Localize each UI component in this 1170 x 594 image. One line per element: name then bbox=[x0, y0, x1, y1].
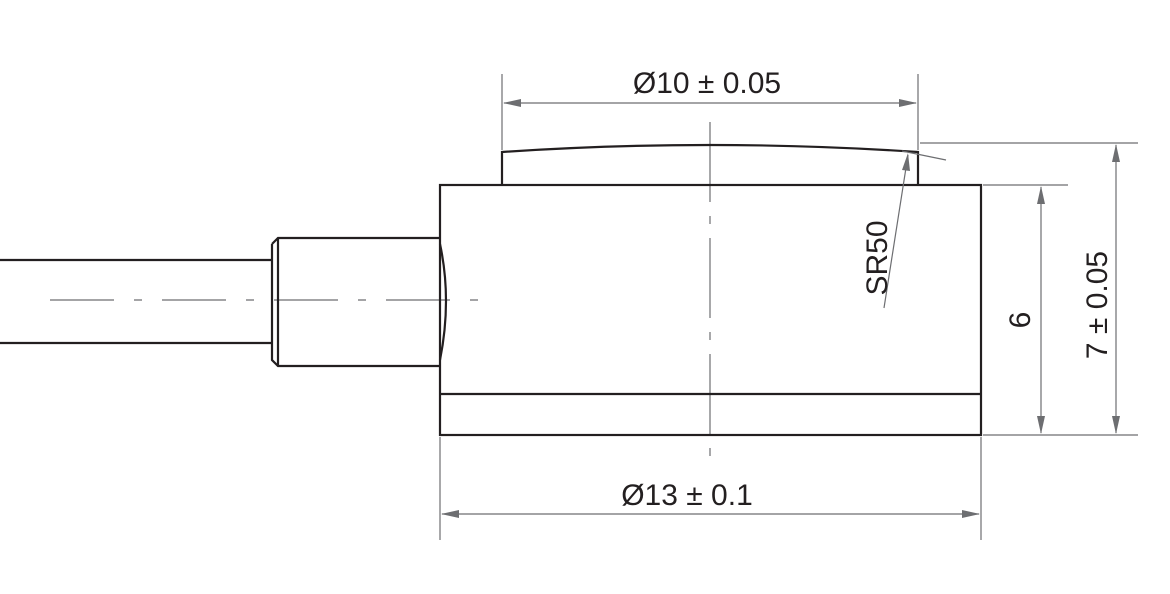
total-height-label: 7 ± 0.05 bbox=[1081, 251, 1114, 359]
top-diameter-label: Ø10 ± 0.05 bbox=[633, 67, 781, 100]
top-diameter-dimension bbox=[501, 74, 919, 150]
gland-weld-arc bbox=[438, 243, 448, 361]
sensor-body bbox=[438, 183, 983, 437]
dome-radius-leader bbox=[883, 150, 947, 309]
loading-button bbox=[500, 143, 920, 185]
dome-radius-label: SR50 bbox=[861, 220, 894, 295]
body-height-dimension bbox=[983, 184, 1138, 436]
bottom-diameter-dimension bbox=[439, 437, 982, 540]
body-height-label: 6 bbox=[1004, 312, 1037, 329]
cable bbox=[0, 258, 272, 345]
total-height-dimension bbox=[920, 142, 1138, 434]
bottom-diameter-label: Ø13 ± 0.1 bbox=[621, 479, 753, 512]
cable-gland bbox=[270, 236, 440, 368]
